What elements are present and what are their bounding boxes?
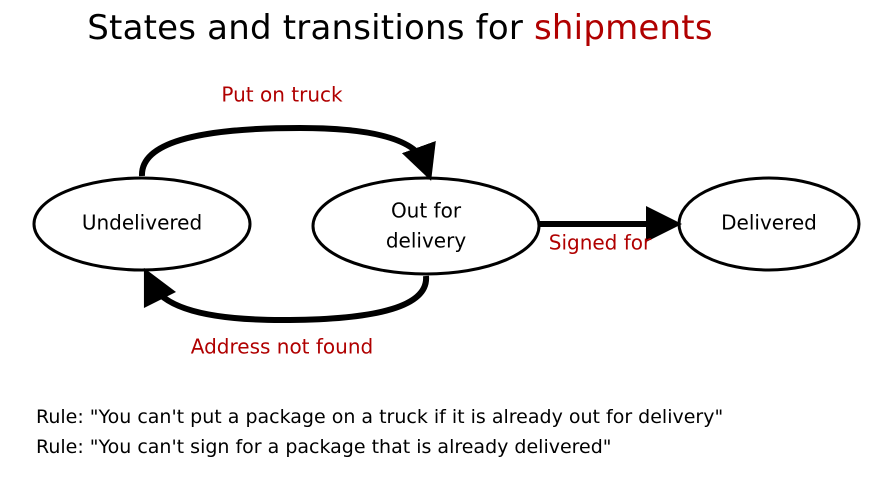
state-delivered-label: Delivered (721, 211, 817, 235)
transition-signed-for-label: Signed for (549, 231, 652, 255)
transition-address-not-found-arrow (143, 267, 430, 324)
transition-put-on-truck-arrow (138, 124, 436, 181)
state-out-for-delivery-node (311, 176, 541, 276)
state-undelivered-node (32, 176, 252, 272)
title-text: States and transitions for (87, 8, 523, 48)
rule-1: Rule: "You can't put a package on a truc… (36, 406, 724, 428)
state-out-for-delivery-label-line1: Out for (391, 199, 462, 223)
slide-title: States and transitions for shipments (0, 8, 800, 48)
transition-put-on-truck-label: Put on truck (221, 83, 343, 107)
state-out-for-delivery-label-line2: delivery (386, 229, 466, 253)
rules-block: Rule: "You can't put a package on a truc… (36, 402, 723, 462)
rule-2: Rule: "You can't sign for a package that… (36, 436, 612, 458)
transition-address-not-found-label: Address not found (191, 335, 373, 359)
state-undelivered-label: Undelivered (82, 211, 202, 235)
title-accent: shipments (534, 8, 713, 48)
